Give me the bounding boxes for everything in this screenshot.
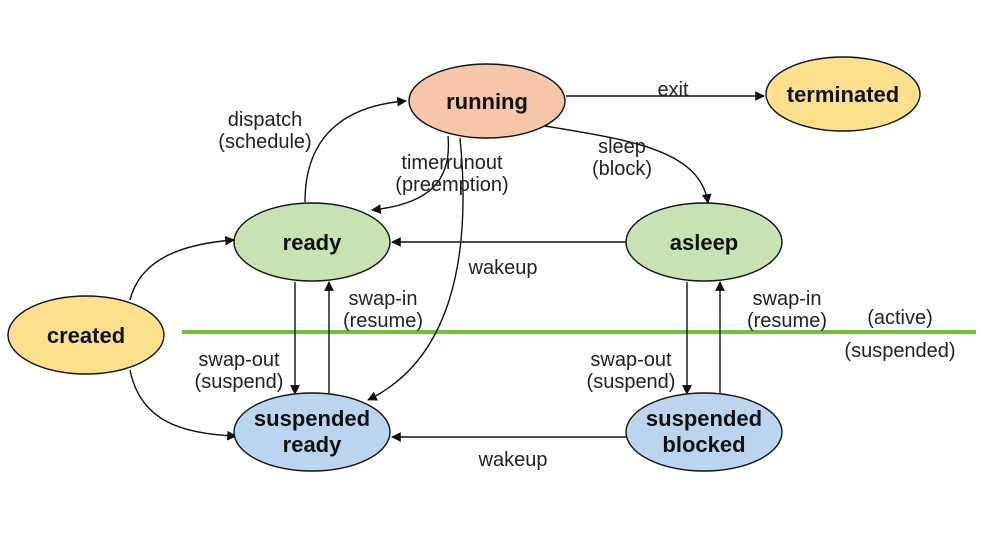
suspended-ready-label-line2: ready: [283, 432, 342, 457]
swapin-left-label-line1: swap-in: [349, 288, 418, 310]
state-running: running: [408, 63, 566, 139]
region-labels: (active) (suspended): [844, 307, 955, 362]
ready-ellipse: [233, 202, 391, 282]
dispatch-label-line2: (schedule): [218, 131, 311, 153]
running-ellipse: [408, 63, 566, 139]
suspended-region-label: (suspended): [844, 340, 955, 362]
swapout-right-label-line1: swap-out: [590, 349, 672, 371]
asleep-label: asleep: [670, 230, 739, 255]
timerrunout-label-line2: (preemption): [395, 174, 508, 196]
terminated-label: terminated: [787, 82, 899, 107]
edge-running-to-ready: [371, 135, 450, 214]
state-terminated: terminated: [765, 56, 921, 132]
sleep-label-line1: sleep: [598, 136, 646, 158]
active-region-label: (active): [867, 307, 933, 329]
transition-edges: [129, 91, 765, 442]
state-suspended-blocked: suspended blocked: [625, 392, 783, 472]
edge-created-to-suspended-ready: [129, 369, 237, 441]
asleep-ellipse: [625, 202, 783, 282]
swapin-left-label-line2: (resume): [343, 310, 423, 332]
suspended-ready-ellipse: [233, 392, 391, 472]
exit-label: exit: [657, 79, 689, 101]
edge-running-to-suspended-ready: [367, 137, 464, 401]
suspended-ready-label-line1: suspended: [254, 406, 370, 431]
state-asleep: asleep: [625, 202, 783, 282]
sleep-label-line2: (block): [592, 158, 652, 180]
suspended-blocked-ellipse: [625, 392, 783, 472]
suspended-blocked-label-line2: blocked: [662, 432, 745, 457]
swapout-left-label-line2: (suspend): [195, 371, 284, 393]
transition-labels: exit dispatch (schedule) timerrunout (pr…: [195, 79, 827, 471]
created-label: created: [47, 323, 125, 348]
edge-ready-to-running: [304, 96, 407, 203]
timerrunout-label-line1: timerrunout: [401, 152, 503, 174]
swapin-right-label-line2: (resume): [747, 310, 827, 332]
ready-label: ready: [283, 230, 342, 255]
wakeup-active-label: wakeup: [468, 257, 538, 279]
state-created: created: [7, 295, 165, 375]
edge-created-to-ready: [129, 235, 235, 301]
swapout-left-label-line1: swap-out: [198, 349, 280, 371]
state-suspended-ready: suspended ready: [233, 392, 391, 472]
terminated-ellipse: [765, 56, 921, 132]
suspended-blocked-label-line1: suspended: [646, 406, 762, 431]
dispatch-label-line1: dispatch: [228, 109, 303, 131]
edge-running-to-asleep: [544, 125, 712, 204]
swapout-right-label-line2: (suspend): [587, 371, 676, 393]
created-ellipse: [7, 295, 165, 375]
running-label: running: [446, 89, 528, 114]
state-ready: ready: [233, 202, 391, 282]
wakeup-suspended-label: wakeup: [478, 449, 548, 471]
swapin-right-label-line1: swap-in: [753, 288, 822, 310]
